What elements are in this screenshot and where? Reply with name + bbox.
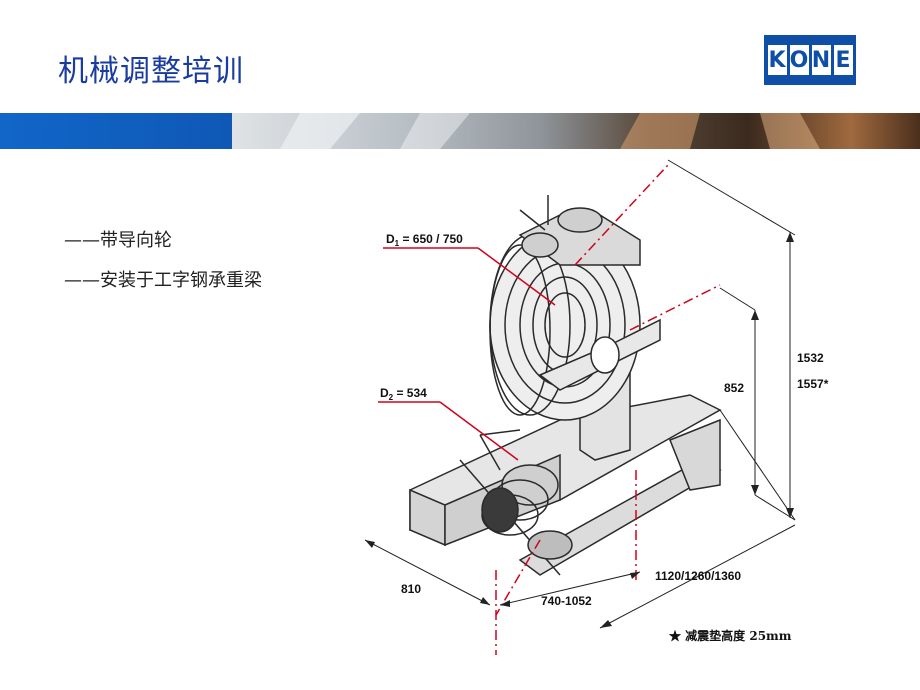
d1-label: D1 = 650 / 750 xyxy=(386,232,463,248)
d1-value: = 650 / 750 xyxy=(399,232,463,246)
bullet-item: ——安装于工字钢承重梁 xyxy=(64,266,262,292)
bullet-item: ——带导向轮 xyxy=(64,226,262,252)
logo-letter: K xyxy=(767,45,787,75)
d2-value: = 534 xyxy=(393,386,427,400)
d1-letter: D xyxy=(386,232,395,246)
width-810-label: 810 xyxy=(401,582,421,596)
arrowheads xyxy=(365,232,794,628)
height-852-label: 852 xyxy=(724,381,744,395)
d2-subscript: 2 xyxy=(389,393,394,402)
kone-logo: K O N E xyxy=(764,35,856,85)
traction-machine-drawing: D1 = 650 / 750 D2 = 534 1532 1557* 852 8… xyxy=(364,159,829,655)
height-1532-label: 1532 xyxy=(797,351,824,365)
center-lines xyxy=(378,164,721,655)
bullet-dash: —— xyxy=(64,270,100,291)
bullet-list: ——带导向轮 ——安装于工字钢承重梁 xyxy=(64,226,262,306)
d1-subscript: 1 xyxy=(395,239,400,248)
header-banner xyxy=(0,113,920,149)
width-1120-label: 1120/1260/1360 xyxy=(655,569,741,583)
d2-letter: D xyxy=(380,386,389,400)
dimension-lines xyxy=(364,159,796,629)
logo-letter: O xyxy=(789,45,809,75)
height-1557-label: 1557* xyxy=(797,377,829,391)
d2-label: D2 = 534 xyxy=(380,386,427,402)
logo-letter: E xyxy=(833,45,853,75)
bullet-text: 安装于工字钢承重梁 xyxy=(100,270,262,291)
page-title: 机械调整培训 xyxy=(58,54,244,89)
bullet-dash: —— xyxy=(64,230,100,251)
machine-illustration xyxy=(409,195,722,576)
damper-height-note: ★ 减震垫高度 25mm xyxy=(669,628,792,643)
bullet-text: 带导向轮 xyxy=(100,230,172,251)
logo-letter: N xyxy=(811,45,831,75)
width-740-1052-label: 740-1052 xyxy=(541,594,592,608)
